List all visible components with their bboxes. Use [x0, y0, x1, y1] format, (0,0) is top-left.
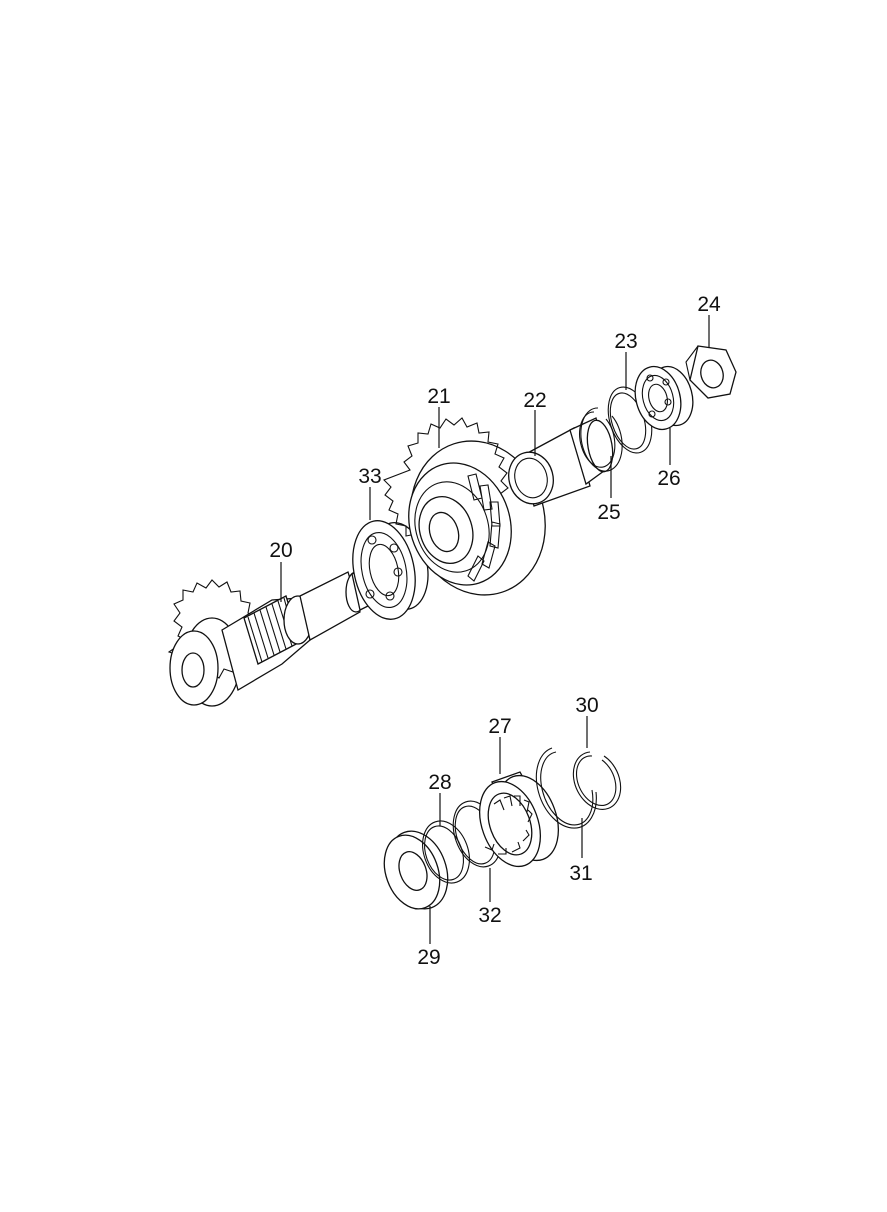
- callout-25: 25: [597, 501, 620, 524]
- part-27-hub: [479, 771, 559, 868]
- part-29-washer: [383, 830, 449, 910]
- callout-23: 23: [614, 330, 637, 353]
- callout-26: 26: [657, 467, 680, 490]
- callout-29: 29: [417, 946, 440, 969]
- part-31-ring: [535, 747, 597, 829]
- callout-22: 22: [523, 389, 546, 412]
- part-20-shaft: [167, 559, 393, 707]
- callout-28: 28: [428, 771, 451, 794]
- part-22-sleeve: [508, 417, 614, 507]
- callout-31: 31: [569, 862, 592, 885]
- callout-24: 24: [697, 293, 721, 316]
- part-24-nut: [685, 345, 737, 399]
- part-26-bearing: [634, 365, 694, 431]
- part-30-snap-ring: [572, 751, 622, 810]
- callout-21: 21: [427, 385, 450, 408]
- leader-lines: [280, 315, 710, 944]
- callout-30: 30: [575, 694, 598, 717]
- callout-33: 33: [358, 465, 381, 488]
- callout-labels: 20 21 22 23 24 25 26 27 28 29 30 31 32 3…: [269, 293, 721, 969]
- callout-20: 20: [269, 539, 292, 562]
- callout-32: 32: [478, 904, 501, 927]
- part-25-snap-ring: [579, 407, 623, 472]
- callout-27: 27: [488, 715, 511, 738]
